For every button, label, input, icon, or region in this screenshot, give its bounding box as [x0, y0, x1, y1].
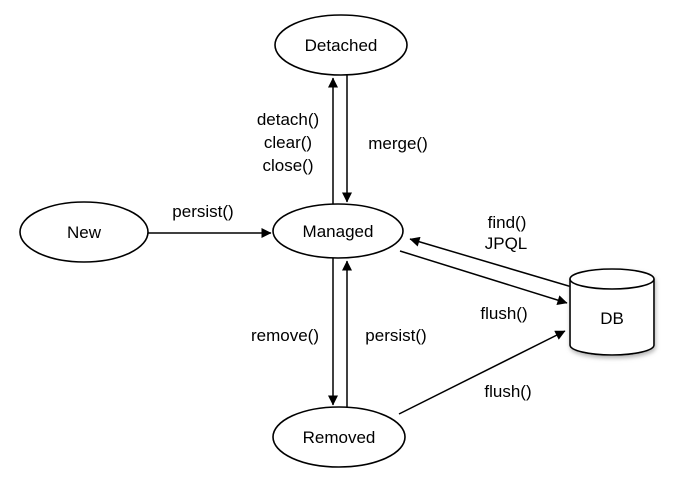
node-removed: Removed [272, 406, 406, 468]
db-cylinder-body [569, 279, 655, 356]
node-detached-label: Detached [305, 36, 378, 55]
edge-managed-to-detached-label-line1: detach() [257, 110, 319, 129]
edge-db-to-managed-label-line2: JPQL [485, 234, 528, 253]
node-detached-shape [274, 14, 408, 76]
edge-managed-to-removed-label: remove() [251, 326, 319, 345]
edge-db-to-managed-label-line1: find() [488, 213, 527, 232]
edge-managed-to-detached-label-line2: clear() [264, 133, 312, 152]
node-removed-shape [272, 406, 406, 468]
node-managed-label: Managed [303, 222, 374, 241]
edge-managed-to-db-label: flush() [480, 304, 527, 323]
node-db-label: DB [600, 309, 624, 328]
edge-managed-to-detached-label-line3: close() [262, 156, 313, 175]
node-new-label: New [67, 223, 102, 242]
node-db: DB [569, 268, 655, 356]
edge-managed-to-db-arrow [399, 250, 568, 305]
edge-removed-to-db-label: flush() [484, 382, 531, 401]
node-new-shape [19, 201, 149, 263]
edge-db-to-managed-arrow [409, 236, 573, 288]
edge-removed-to-managed-label: persist() [365, 326, 426, 345]
node-managed: Managed [272, 203, 404, 259]
node-new: New [19, 201, 149, 263]
node-detached: Detached [274, 14, 408, 76]
edge-detached-to-managed-label: merge() [368, 134, 428, 153]
node-managed-shape [272, 203, 404, 259]
node-removed-label: Removed [303, 428, 376, 447]
db-cylinder-top [569, 268, 655, 290]
edge-new-to-managed-label: persist() [172, 202, 233, 221]
edge-removed-to-db-arrow [398, 330, 566, 415]
